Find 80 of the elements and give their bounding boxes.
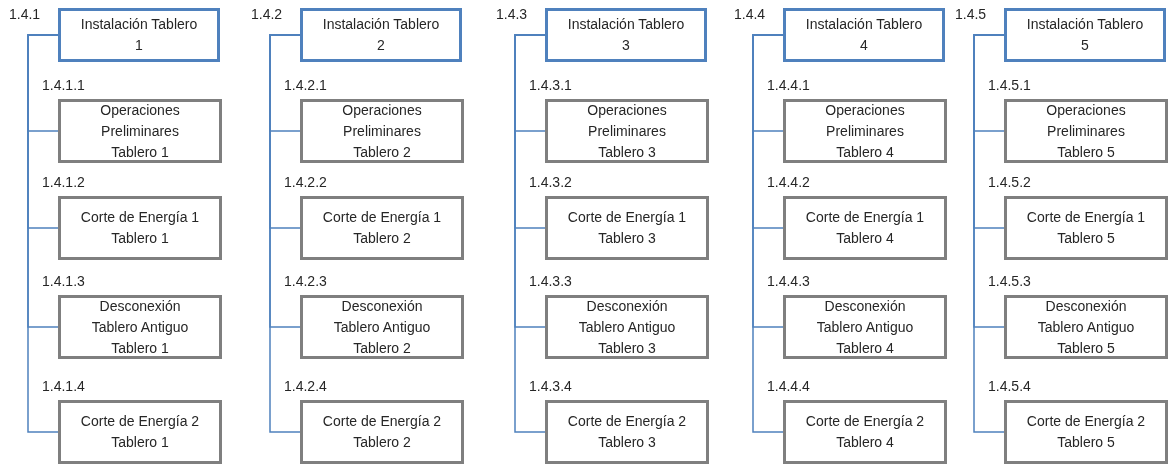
task-name: Desconexión Tablero Antiguo Tablero 1 (90, 296, 190, 358)
wbs-number: 1.4.5 (955, 5, 987, 23)
wbs-number: 1.4.2.3 (284, 272, 327, 290)
task-name: Instalación Tablero 3 (566, 15, 686, 55)
wbs-number: 1.4.5.3 (988, 272, 1031, 290)
task-name: Operaciones Preliminares Tablero 5 (1045, 100, 1127, 162)
wbs-number: 1.4.2 (251, 5, 283, 23)
task-name: Desconexión Tablero Antiguo Tablero 2 (332, 296, 432, 358)
task-name: Operaciones Preliminares Tablero 4 (824, 100, 906, 162)
task-box (545, 400, 709, 464)
task-box (1004, 400, 1168, 464)
summary-task-box (783, 8, 945, 62)
wbs-number: 1.4.4.2 (767, 173, 810, 191)
task-box (783, 400, 947, 464)
wbs-number: 1.4.5.1 (988, 76, 1031, 94)
summary-task-box (58, 8, 220, 62)
connector-line (973, 34, 1005, 433)
task-box (783, 99, 947, 163)
task-name: Instalación Tablero 1 (79, 15, 199, 55)
task-name: Corte de Energía 2 Tablero 2 (321, 412, 443, 452)
task-box (300, 295, 464, 359)
wbs-number: 1.4.3.3 (529, 272, 572, 290)
task-name: Corte de Energía 2 Tablero 3 (566, 412, 688, 452)
summary-task-box (300, 8, 462, 62)
wbs-number: 1.4.5.2 (988, 173, 1031, 191)
task-name: Corte de Energía 2 Tablero 1 (79, 412, 201, 452)
wbs-number: 1.4.4 (734, 5, 766, 23)
task-name: Desconexión Tablero Antiguo Tablero 5 (1036, 296, 1136, 358)
task-name: Desconexión Tablero Antiguo Tablero 4 (815, 296, 915, 358)
wbs-number: 1.4.3.2 (529, 173, 572, 191)
wbs-number: 1.4.2.1 (284, 76, 327, 94)
task-box (1004, 295, 1168, 359)
task-name: Instalación Tablero 4 (804, 15, 924, 55)
wbs-number: 1.4.1.4 (42, 377, 85, 395)
task-name: Corte de Energía 1 Tablero 5 (1025, 208, 1147, 248)
task-box (783, 295, 947, 359)
task-name: Corte de Energía 1 Tablero 2 (321, 208, 443, 248)
wbs-number: 1.4.2.4 (284, 377, 327, 395)
task-box (300, 400, 464, 464)
wbs-number: 1.4.1.2 (42, 173, 85, 191)
task-name: Corte de Energía 1 Tablero 3 (566, 208, 688, 248)
task-box (1004, 196, 1168, 260)
wbs-number: 1.4.3 (496, 5, 528, 23)
connector-line (514, 34, 546, 433)
task-name: Instalación Tablero 2 (321, 15, 441, 55)
wbs-number: 1.4.4.1 (767, 76, 810, 94)
task-box (1004, 99, 1168, 163)
task-box (545, 196, 709, 260)
connector-line (269, 34, 301, 433)
task-box (783, 196, 947, 260)
task-box (545, 295, 709, 359)
wbs-number: 1.4.2.2 (284, 173, 327, 191)
task-name: Corte de Energía 1 Tablero 1 (79, 208, 201, 248)
task-name: Operaciones Preliminares Tablero 2 (341, 100, 423, 162)
task-name: Operaciones Preliminares Tablero 3 (586, 100, 668, 162)
task-box (58, 99, 222, 163)
task-box (545, 99, 709, 163)
wbs-number: 1.4.5.4 (988, 377, 1031, 395)
task-box (58, 196, 222, 260)
task-name: Corte de Energía 1 Tablero 4 (804, 208, 926, 248)
wbs-number: 1.4.4.3 (767, 272, 810, 290)
wbs-number: 1.4.1 (9, 5, 41, 23)
task-box (300, 196, 464, 260)
task-name: Corte de Energía 2 Tablero 4 (804, 412, 926, 452)
task-name: Desconexión Tablero Antiguo Tablero 3 (577, 296, 677, 358)
wbs-number: 1.4.1.3 (42, 272, 85, 290)
connector-line (752, 34, 784, 433)
task-box (58, 295, 222, 359)
summary-task-box (1004, 8, 1166, 62)
connector-line (27, 34, 59, 433)
wbs-number: 1.4.1.1 (42, 76, 85, 94)
wbs-number: 1.4.3.1 (529, 76, 572, 94)
wbs-number: 1.4.3.4 (529, 377, 572, 395)
task-box (58, 400, 222, 464)
summary-task-box (545, 8, 707, 62)
wbs-number: 1.4.4.4 (767, 377, 810, 395)
task-name: Operaciones Preliminares Tablero 1 (99, 100, 181, 162)
task-name: Corte de Energía 2 Tablero 5 (1025, 412, 1147, 452)
task-box (300, 99, 464, 163)
task-name: Instalación Tablero 5 (1025, 15, 1145, 55)
